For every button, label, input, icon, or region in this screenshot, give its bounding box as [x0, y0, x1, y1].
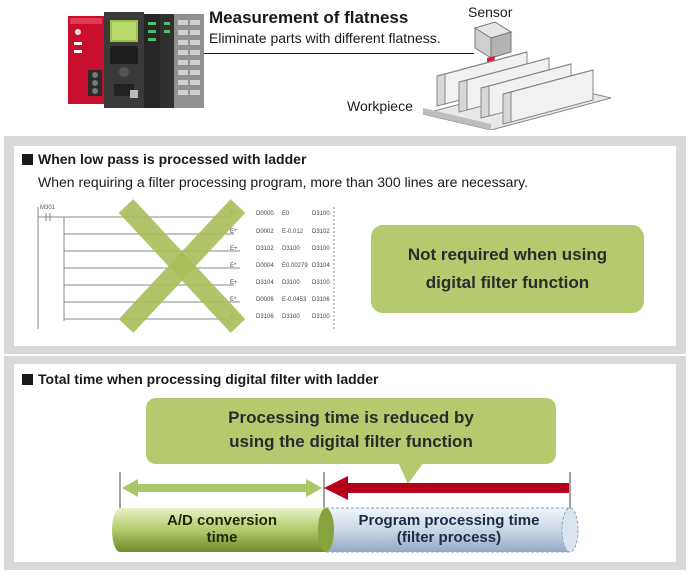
ladder-operand-b: E0.00279	[282, 263, 308, 269]
ad-line2: time	[206, 529, 238, 546]
ladder-instr: E*	[230, 229, 237, 235]
prog-line1: Program processing time	[358, 512, 540, 529]
not-required-line2: digital filter function	[425, 273, 590, 292]
ladder-operand-b: E-0.0453	[282, 297, 307, 303]
ladder-operand-a: D0000	[256, 211, 274, 217]
ladder-section-description: When requiring a filter processing progr…	[38, 174, 528, 190]
header-title: Measurement of flatness	[209, 8, 409, 27]
ladder-operand-a: D0002	[256, 229, 274, 235]
time-section-title: Total time when processing digital filte…	[22, 371, 378, 387]
cross-out-mark	[112, 196, 252, 336]
ladder-operand-b: E0	[282, 211, 290, 217]
ladder-operand-c: D3104	[312, 263, 330, 269]
ladder-instr: E*	[230, 297, 237, 303]
ladder-row: E+ D3104 D3100 D3100	[224, 280, 334, 292]
program-processing-label: Program processing time (filter process)	[334, 512, 564, 546]
ladder-operand-c: D3106	[312, 297, 330, 303]
ladder-operand-a: D3104	[256, 280, 274, 286]
connector-line	[204, 53, 474, 54]
ladder-row: E+ D3102 D3100 D3100	[224, 246, 334, 258]
reduction-callout-text: Processing time is reduced by using the …	[146, 406, 556, 454]
timing-arrows	[112, 470, 582, 510]
ladder-operand-b: D3100	[282, 280, 300, 286]
ladder-row: E* D0006 E-0.0453 D3106	[224, 297, 334, 309]
workpiece-label: Workpiece	[347, 98, 413, 114]
ladder-instr: E+	[230, 280, 238, 286]
time-section-title-text: Total time when processing digital filte…	[38, 371, 379, 387]
sensor-workpiece-illustration	[415, 18, 615, 131]
ladder-operand-c: D3100	[312, 246, 330, 252]
ad-conversion-label: A/D conversion time	[122, 512, 322, 546]
ladder-row: E* D0004 E0.00279 D3104	[224, 263, 334, 275]
ladder-operand-c: D3102	[312, 229, 330, 235]
ladder-operand-b: D3100	[282, 314, 300, 320]
ladder-operand-a: D0004	[256, 263, 274, 269]
ladder-operand-a: D3102	[256, 246, 274, 252]
section-square-icon	[22, 374, 33, 385]
ladder-operand-b: D3100	[282, 246, 300, 252]
ladder-contact-label: M301	[40, 205, 56, 211]
ladder-section-title-text: When low pass is processed with ladder	[38, 151, 307, 167]
ladder-instr: E+	[230, 246, 238, 252]
ladder-operand-b: E-0.012	[282, 229, 304, 235]
ladder-operand-c: D3100	[312, 211, 330, 217]
reduction-callout: Processing time is reduced by using the …	[146, 398, 556, 486]
ladder-row: E* D0002 E-0.012 D3102	[224, 229, 334, 241]
header-subtitle: Eliminate parts with different flatness.	[209, 30, 441, 46]
sensor-label: Sensor	[468, 4, 513, 20]
ad-line1: A/D conversion	[166, 512, 278, 529]
reduction-line1: Processing time is reduced by	[228, 408, 474, 427]
not-required-callout: Not required when using digital filter f…	[371, 225, 644, 313]
ladder-operand-a: D3106	[256, 314, 274, 320]
ladder-operand-c: D3100	[312, 314, 330, 320]
plc-illustration	[68, 10, 204, 112]
section-square-icon	[22, 154, 33, 165]
not-required-line1: Not required when using	[407, 245, 608, 264]
reduction-line2: using the digital filter function	[229, 432, 473, 451]
timing-cylinder: A/D conversion time Program processing t…	[112, 506, 582, 556]
ladder-instr: E*	[230, 263, 237, 269]
ladder-operand-a: D0006	[256, 297, 274, 303]
ladder-operand-c: D3100	[312, 280, 330, 286]
ladder-section-title: When low pass is processed with ladder	[22, 151, 306, 167]
prog-line2: (filter process)	[396, 529, 502, 546]
